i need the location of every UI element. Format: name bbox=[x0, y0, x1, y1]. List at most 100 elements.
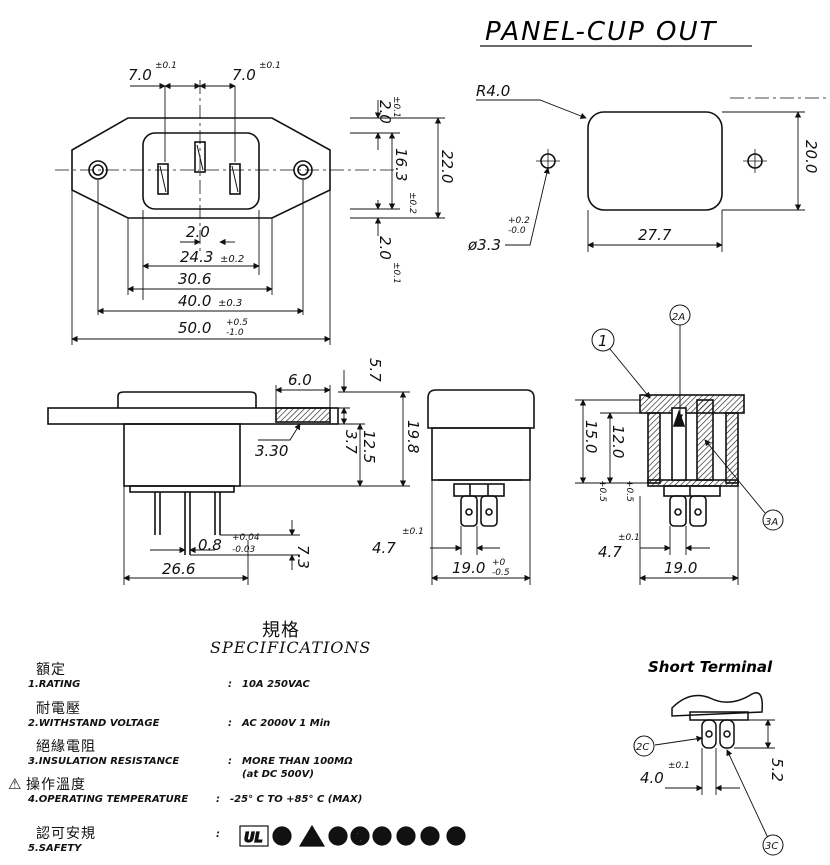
spec-1-cn: 額定 bbox=[36, 662, 66, 678]
cutout-dim-text: R4.0 20.0 27.7 ø3.3 +0.2 -0.0 bbox=[467, 82, 820, 254]
safety-marks: UL C D N S FI bbox=[239, 824, 466, 847]
dim-h12: 12.0 bbox=[609, 425, 627, 458]
svg-text:-0.5: -0.5 bbox=[492, 568, 510, 578]
dim-total-h: 19.8 bbox=[404, 420, 422, 453]
cutout-dimensions bbox=[476, 99, 805, 252]
side-view bbox=[47, 391, 339, 555]
spec-4-sep: : bbox=[216, 794, 220, 805]
dim-pin-thk: 0.8 bbox=[198, 536, 222, 554]
drawing-title: PANEL-CUP OUT bbox=[485, 17, 718, 47]
svg-text:+0.2: +0.2 bbox=[508, 216, 530, 226]
svg-text:D: D bbox=[333, 831, 341, 844]
svg-text:±0.2: ±0.2 bbox=[220, 254, 244, 265]
dim-sect-width: 19.0 bbox=[664, 559, 697, 577]
section-view bbox=[639, 394, 745, 527]
label-2a: 2A bbox=[672, 312, 685, 323]
mark-ce bbox=[446, 826, 466, 846]
svg-text:S: S bbox=[377, 831, 384, 844]
side-dim-text: 6.0 5.7 3.30 3.7 12.5 19.8 0.8 +0.04 -0.… bbox=[162, 358, 422, 578]
dim-pitch-left: 7.0 bbox=[128, 66, 152, 84]
dim-body-width: 30.6 bbox=[178, 270, 211, 288]
side-body bbox=[123, 423, 241, 487]
spec-5-cn: 認可安規 bbox=[36, 826, 96, 842]
dim-pitch-right: 7.0 bbox=[232, 66, 256, 84]
end-term-right bbox=[480, 495, 498, 527]
dim-sect-term-w: 4.7 bbox=[598, 543, 622, 561]
spec-2-en: 2.WITHSTAND VOLTAGE bbox=[28, 718, 160, 729]
sect-term-right bbox=[689, 495, 707, 527]
dim-h15: 15.0 bbox=[582, 420, 600, 453]
spec-3-en: 3.INSULATION RESISTANCE bbox=[28, 756, 180, 767]
dim-radius: R4.0 bbox=[476, 82, 510, 100]
section-dim-text: 1 2A 3A 15.0 +0.5 12.0 +0.5 4.7 ±0.1 19.… bbox=[582, 312, 778, 577]
front-dim-text: 7.0 ±0.1 7.0 ±0.1 2.0 ±0.1 16.3 ±0.2 22.… bbox=[128, 61, 456, 338]
svg-text:±0.1: ±0.1 bbox=[668, 761, 690, 771]
label-3a: 3A bbox=[765, 517, 778, 528]
spec-3-value: MORE THAN 100MΩ bbox=[242, 756, 353, 767]
dim-panel-slot: 6.0 bbox=[288, 371, 312, 389]
dim-hole-dia: ø3.3 bbox=[467, 236, 501, 254]
svg-text:FI: FI bbox=[399, 833, 407, 842]
svg-text:+0.04: +0.04 bbox=[232, 533, 260, 543]
spec-4-en: 4.OPERATING TEMPERATURE bbox=[28, 794, 189, 805]
ul-mark bbox=[239, 825, 269, 847]
svg-text:±0.3: ±0.3 bbox=[218, 298, 242, 309]
svg-text:UL: UL bbox=[244, 831, 263, 846]
end-view bbox=[427, 389, 535, 527]
side-dimensions bbox=[123, 370, 410, 585]
svg-text:±0.1: ±0.1 bbox=[618, 533, 640, 543]
mark-triangle bbox=[298, 824, 326, 847]
dim-recess: 3.30 bbox=[255, 442, 288, 460]
svg-text:-0.03: -0.03 bbox=[232, 545, 256, 555]
svg-text:C: C bbox=[277, 831, 285, 844]
svg-text:±0.2: ±0.2 bbox=[407, 192, 417, 214]
end-dimensions bbox=[430, 480, 531, 585]
sect-term-left bbox=[669, 495, 687, 527]
spec-3-cn: 絕緣電阻 bbox=[36, 739, 96, 755]
end-dim-text: 4.7 ±0.1 19.0 +0 -0.5 bbox=[372, 527, 510, 578]
spec-title-en: SPECIFICATIONS bbox=[210, 638, 372, 657]
spec-title-cn: 規格 bbox=[262, 620, 300, 641]
svg-text:+0.5: +0.5 bbox=[226, 318, 248, 328]
callout-3a bbox=[762, 509, 784, 531]
dim-flange-width: 50.0 bbox=[178, 319, 211, 337]
svg-text:+0.5: +0.5 bbox=[597, 480, 607, 502]
dim-bottom-gap: 2.0 bbox=[376, 236, 394, 260]
spec-3-value2: (at DC 500V) bbox=[242, 769, 314, 780]
mark-s bbox=[372, 826, 392, 846]
end-term-left bbox=[460, 495, 478, 527]
dim-end-width: 19.0 bbox=[452, 559, 485, 577]
svg-text:±0.1: ±0.1 bbox=[391, 262, 401, 284]
spec-1-en: 1.RATING bbox=[28, 679, 81, 690]
mark-gs bbox=[420, 826, 440, 846]
dim-mid-h: 12.5 bbox=[360, 430, 378, 463]
svg-text:-0.0: -0.0 bbox=[508, 226, 526, 236]
short-terminal-view bbox=[671, 692, 764, 749]
svg-text:+0: +0 bbox=[492, 558, 506, 568]
dim-top-gap: 2.0 bbox=[376, 100, 394, 124]
section-callouts bbox=[591, 304, 784, 531]
svg-text:±0.1: ±0.1 bbox=[155, 61, 177, 71]
dim-cutout-height: 20.0 bbox=[802, 140, 820, 173]
mark-fi bbox=[396, 826, 416, 846]
svg-text:+0.5: +0.5 bbox=[624, 480, 634, 502]
label-2c: 2C bbox=[636, 742, 649, 753]
svg-text:±0.1: ±0.1 bbox=[402, 527, 424, 537]
front-view bbox=[55, 80, 395, 255]
spec-2-cn: 耐電壓 bbox=[36, 701, 81, 717]
mark-n bbox=[350, 826, 370, 846]
mark-c bbox=[272, 826, 292, 846]
dim-depth: 26.6 bbox=[162, 560, 195, 578]
spec-4-cn: 操作溫度 bbox=[26, 777, 86, 793]
dim-cutout-width: 27.7 bbox=[638, 226, 672, 244]
warning-icon: ⚠ bbox=[8, 775, 22, 793]
dim-inner-height: 16.3 bbox=[392, 148, 410, 181]
end-cap bbox=[427, 389, 535, 429]
spec-1-sep: : bbox=[228, 679, 232, 690]
svg-text:±0.1: ±0.1 bbox=[259, 61, 281, 71]
spec-5-en: 5.SAFETY bbox=[28, 843, 82, 854]
dim-pin-offset: 2.0 bbox=[186, 223, 210, 241]
panel-slot-hatch bbox=[275, 407, 331, 423]
dim-short-w: 4.0 bbox=[640, 769, 664, 787]
